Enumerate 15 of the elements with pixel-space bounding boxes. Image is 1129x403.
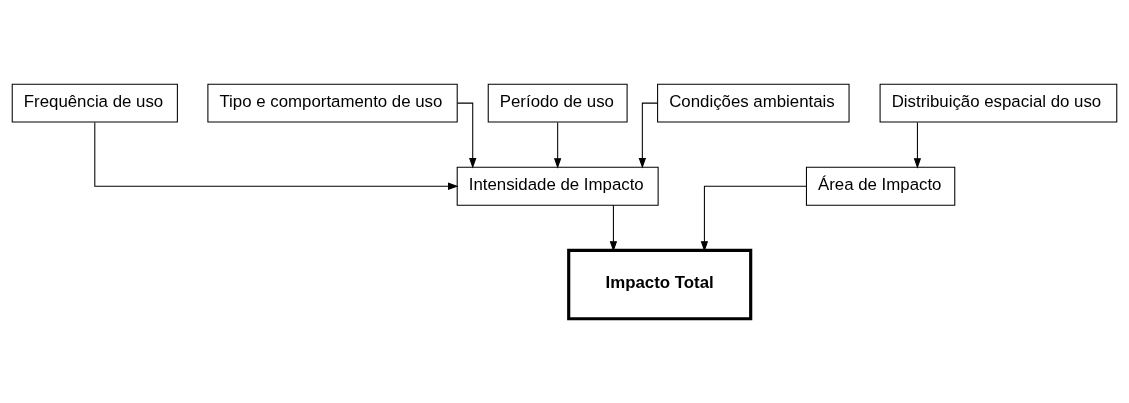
node-box: Condições ambientais bbox=[657, 83, 850, 123]
arrow bbox=[94, 121, 459, 190]
node-box: Frequência de uso bbox=[11, 83, 178, 123]
node-box: Intensidade de Impacto bbox=[456, 166, 659, 206]
node-box: Área de Impacto bbox=[805, 166, 956, 206]
node-box: Impacto Total bbox=[567, 248, 753, 321]
arrow bbox=[456, 102, 477, 169]
arrow bbox=[700, 185, 807, 252]
node-box: Distribuição espacial do uso bbox=[879, 83, 1118, 123]
arrow bbox=[554, 121, 562, 169]
arrow bbox=[638, 102, 658, 169]
arrow bbox=[913, 121, 922, 169]
node-box: Período de uso bbox=[487, 83, 628, 123]
node-box: Tipo e comportamento de uso bbox=[207, 83, 458, 123]
arrow bbox=[609, 204, 618, 252]
